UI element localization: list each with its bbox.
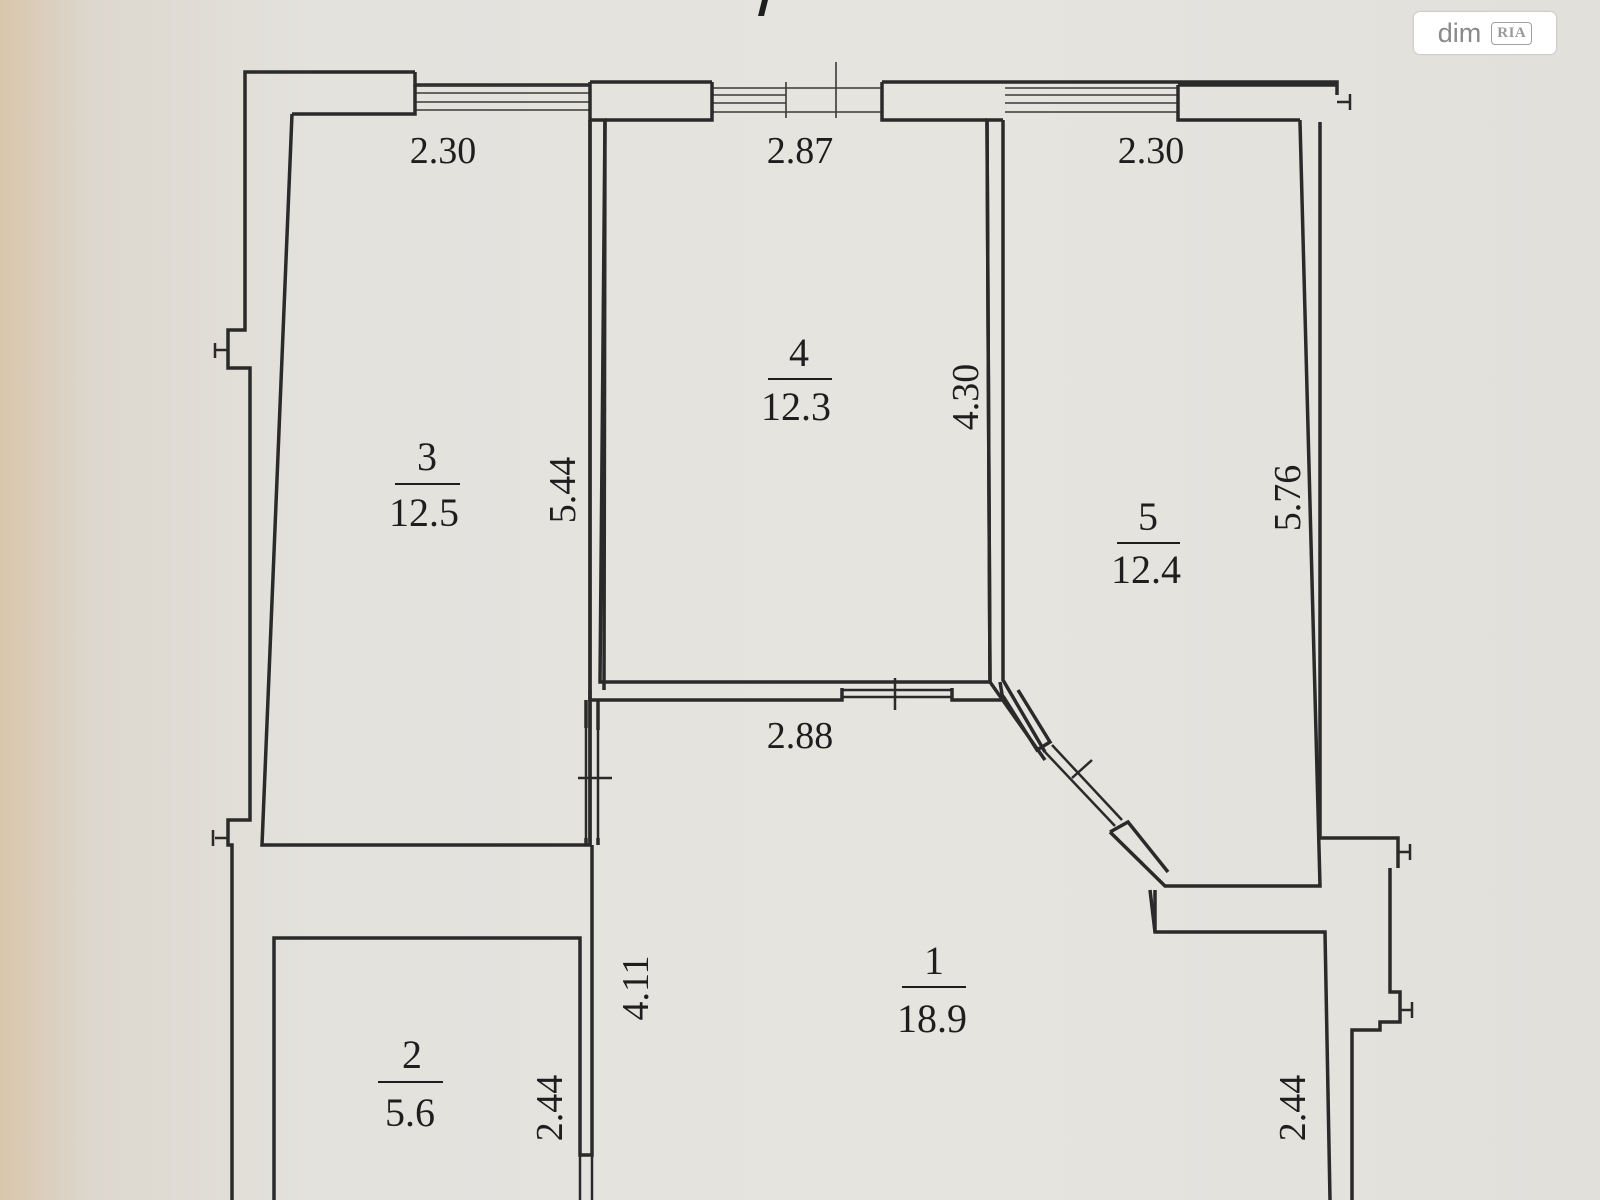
title-glyph-fragment [758, 0, 768, 16]
svg-text:12.5: 12.5 [389, 490, 459, 535]
corridor-wall [584, 700, 600, 845]
dim-room4-side: 4.30 [945, 364, 987, 431]
room-5-outline [998, 120, 1047, 753]
svg-text:12.4: 12.4 [1111, 547, 1181, 592]
room-label-4: 4 12.3 [761, 330, 832, 429]
svg-text:12.3: 12.3 [761, 384, 831, 429]
watermark-sub: RIA [1491, 21, 1533, 45]
svg-text:2: 2 [402, 1032, 422, 1077]
dim-top-left: 2.30 [410, 130, 477, 172]
room-label-1: 1 18.9 [897, 938, 967, 1041]
svg-text:4: 4 [789, 330, 809, 375]
dim-corridor-side: 4.11 [615, 955, 657, 1020]
svg-text:3: 3 [417, 434, 437, 479]
room-label-5: 5 12.4 [1111, 494, 1181, 592]
dim-room1-right: 2.44 [1272, 1075, 1314, 1142]
svg-text:5.6: 5.6 [385, 1090, 435, 1135]
svg-text:1: 1 [924, 938, 944, 983]
room-4-bottom-wall [588, 688, 1003, 702]
dim-room5-side: 5.76 [1267, 465, 1309, 532]
room-4-outline [588, 82, 1003, 684]
dim-top-mid: 2.87 [767, 130, 834, 172]
windows [415, 62, 1337, 122]
room-label-3: 3 12.5 [389, 434, 460, 535]
dim-room2-side: 2.44 [529, 1075, 571, 1142]
dim-room4-bottom: 2.88 [767, 715, 834, 757]
dim-room3-side: 5.44 [542, 457, 584, 524]
watermark-brand: dim [1437, 17, 1482, 48]
room-label-2: 2 5.6 [378, 1032, 443, 1135]
room-2-outline [272, 845, 594, 1200]
dimria-watermark: dim RIA [1414, 12, 1556, 54]
room-1-outline [1148, 889, 1332, 1200]
svg-text:18.9: 18.9 [897, 996, 967, 1041]
room-4-walls [605, 82, 987, 122]
dim-top-right: 2.30 [1118, 130, 1185, 172]
outer-walls [211, 70, 1414, 1200]
svg-text:5: 5 [1138, 494, 1158, 539]
